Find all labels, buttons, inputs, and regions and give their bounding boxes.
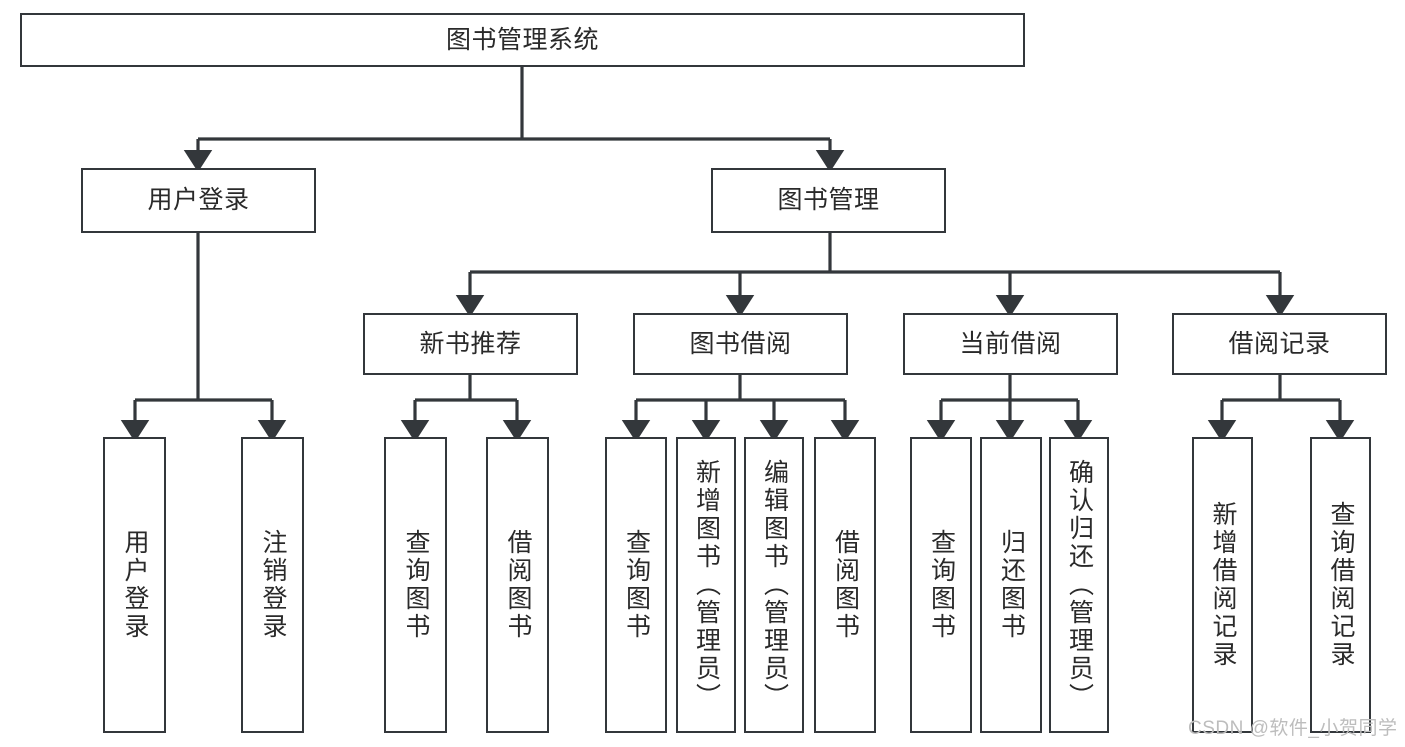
leaf-query-book-3[interactable]: 查询图书 xyxy=(910,437,972,733)
leaf-user-login-label: 用户登录 xyxy=(121,529,149,641)
leaf-borrow-book-2-label: 借阅图书 xyxy=(831,529,860,641)
node-borrow-record[interactable]: 借阅记录 xyxy=(1172,313,1387,375)
node-book-manage-label: 图书管理 xyxy=(777,186,880,214)
leaf-query-book-2[interactable]: 查询图书 xyxy=(605,437,667,733)
leaf-borrow-book-1[interactable]: 借阅图书 xyxy=(486,437,549,733)
leaf-logout-label: 注销登录 xyxy=(259,529,287,641)
node-book-borrow-label: 图书借阅 xyxy=(689,329,792,358)
node-book-manage[interactable]: 图书管理 xyxy=(711,168,946,233)
leaf-return-book-label: 归还图书 xyxy=(997,529,1026,641)
node-borrow-record-label: 借阅记录 xyxy=(1228,329,1331,358)
node-new-book-recommend-label: 新书推荐 xyxy=(419,329,522,358)
leaf-query-book-1-label: 查询图书 xyxy=(402,529,430,641)
node-current-borrow[interactable]: 当前借阅 xyxy=(903,313,1118,375)
watermark: CSDN @软件_小贺同学 xyxy=(1188,718,1398,739)
leaf-query-record[interactable]: 查询借阅记录 xyxy=(1310,437,1371,733)
leaf-query-record-label: 查询借阅记录 xyxy=(1327,501,1355,669)
leaf-edit-book[interactable]: 编辑图书（管理员） xyxy=(744,437,804,733)
leaf-logout[interactable]: 注销登录 xyxy=(241,437,304,733)
leaf-query-book-2-label: 查询图书 xyxy=(622,529,651,641)
node-book-borrow[interactable]: 图书借阅 xyxy=(633,313,848,375)
node-current-borrow-label: 当前借阅 xyxy=(959,329,1062,358)
leaf-user-login[interactable]: 用户登录 xyxy=(103,437,166,733)
leaf-borrow-book-2[interactable]: 借阅图书 xyxy=(814,437,876,733)
leaf-add-book[interactable]: 新增图书（管理员） xyxy=(676,437,736,733)
leaf-borrow-book-1-label: 借阅图书 xyxy=(504,529,532,641)
leaf-confirm-return[interactable]: 确认归还（管理员） xyxy=(1049,437,1109,733)
node-new-book-recommend[interactable]: 新书推荐 xyxy=(363,313,578,375)
leaf-add-book-label: 新增图书（管理员） xyxy=(692,459,721,711)
leaf-query-book-1[interactable]: 查询图书 xyxy=(384,437,447,733)
node-root[interactable]: 图书管理系统 xyxy=(20,13,1025,67)
leaf-return-book[interactable]: 归还图书 xyxy=(980,437,1042,733)
node-user-login[interactable]: 用户登录 xyxy=(81,168,316,233)
leaf-add-record[interactable]: 新增借阅记录 xyxy=(1192,437,1253,733)
leaf-confirm-return-label: 确认归还（管理员） xyxy=(1065,459,1094,711)
leaf-edit-book-label: 编辑图书（管理员） xyxy=(760,459,789,711)
leaf-add-record-label: 新增借阅记录 xyxy=(1209,501,1237,669)
node-user-login-label: 用户登录 xyxy=(147,186,250,214)
node-root-label: 图书管理系统 xyxy=(445,25,599,54)
leaf-query-book-3-label: 查询图书 xyxy=(927,529,956,641)
